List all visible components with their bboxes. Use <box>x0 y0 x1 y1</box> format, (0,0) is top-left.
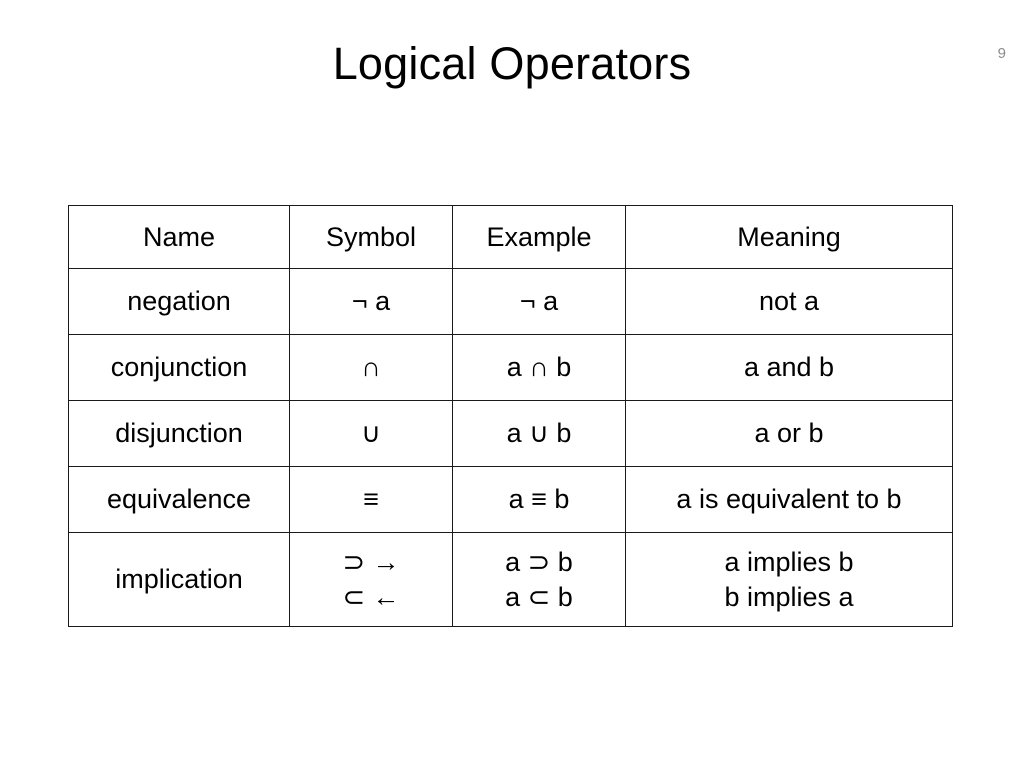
cell-meaning-implication-line1: a implies b <box>724 546 854 577</box>
column-header-example: Example <box>452 205 626 269</box>
cell-meaning-implication: a implies b b implies a <box>625 532 953 627</box>
cell-example-equivalence: a ≡ b <box>452 466 626 533</box>
table-row: negation ¬ a ¬ a not a <box>68 268 953 335</box>
cell-example-implication-line1: a ⊃ b <box>505 546 573 577</box>
logical-operators-table: Name Symbol Example Meaning negation ¬ a… <box>68 205 953 627</box>
cell-meaning-implication-line2: b implies a <box>724 581 854 612</box>
page-number: 9 <box>997 45 1006 62</box>
table-row: conjunction ∩ a ∩ b a and b <box>68 334 953 401</box>
cell-meaning-disjunction: a or b <box>625 400 953 467</box>
cell-example-disjunction: a ∪ b <box>452 400 626 467</box>
cell-symbol-implication-line2: ⊂ ← <box>342 581 400 612</box>
column-header-symbol: Symbol <box>289 205 453 269</box>
cell-meaning-equivalence: a is equivalent to b <box>625 466 953 533</box>
column-header-name: Name <box>68 205 290 269</box>
cell-symbol-negation: ¬ a <box>289 268 453 335</box>
cell-name-conjunction: conjunction <box>68 334 290 401</box>
cell-symbol-implication: ⊃ → ⊂ ← <box>289 532 453 627</box>
logical-operators-table-wrap: Name Symbol Example Meaning negation ¬ a… <box>68 205 953 627</box>
column-header-meaning: Meaning <box>625 205 953 269</box>
cell-symbol-equivalence: ≡ <box>289 466 453 533</box>
cell-example-negation: ¬ a <box>452 268 626 335</box>
cell-name-implication: implication <box>68 532 290 627</box>
table-row: equivalence ≡ a ≡ b a is equivalent to b <box>68 466 953 533</box>
cell-example-implication-line2: a ⊂ b <box>505 581 573 612</box>
table-row: disjunction ∪ a ∪ b a or b <box>68 400 953 467</box>
cell-symbol-disjunction: ∪ <box>289 400 453 467</box>
cell-meaning-conjunction: a and b <box>625 334 953 401</box>
cell-name-disjunction: disjunction <box>68 400 290 467</box>
cell-name-equivalence: equivalence <box>68 466 290 533</box>
cell-symbol-implication-line1: ⊃ → <box>342 546 400 577</box>
cell-name-negation: negation <box>68 268 290 335</box>
cell-example-conjunction: a ∩ b <box>452 334 626 401</box>
cell-symbol-conjunction: ∩ <box>289 334 453 401</box>
cell-meaning-negation: not a <box>625 268 953 335</box>
cell-example-implication: a ⊃ b a ⊂ b <box>452 532 626 627</box>
page-title: Logical Operators <box>332 38 692 89</box>
table-row: implication ⊃ → ⊂ ← a ⊃ b a ⊂ b <box>68 532 953 627</box>
table-header-row: Name Symbol Example Meaning <box>68 205 953 269</box>
